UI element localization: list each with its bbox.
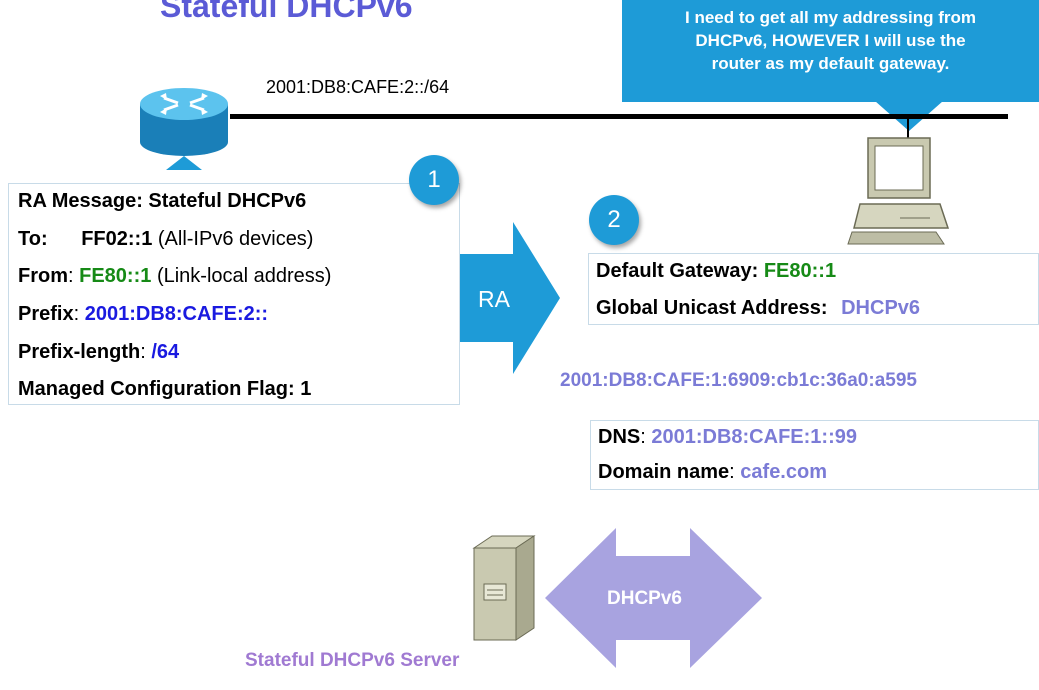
ra-from-value: FE80::1: [79, 265, 152, 287]
assigned-address: 2001:DB8:CAFE:1:6909:cb1c:36a0:a595: [560, 370, 917, 391]
step-1-badge: 1: [409, 155, 459, 205]
gateway-label: Default Gateway: [596, 260, 752, 282]
ra-prefix-length-value: /64: [151, 341, 180, 363]
ra-prefix-line: Prefix: 2001:DB8:CAFE:2::: [18, 303, 269, 325]
domain-line: Domain name: cafe.com: [598, 461, 827, 483]
ra-prefix-value: 2001:DB8:CAFE:2::: [84, 303, 269, 325]
router-icon: [140, 88, 228, 170]
ra-to-label: To: [18, 228, 41, 250]
ra-to-line: To: FF02::1 (All-IPv6 devices): [18, 228, 314, 250]
ra-prefix-length-label: Prefix-length: [18, 341, 141, 363]
ra-from-note: (Link-local address): [156, 265, 332, 287]
dns-label: DNS: [598, 426, 641, 448]
ra-arrow: [459, 222, 560, 374]
domain-label: Domain name: [598, 461, 730, 483]
ra-message-box: RA Message: Stateful DHCPv6 To: FF02::1 …: [8, 183, 460, 405]
host-callout: I need to get all my addressing from DHC…: [622, 0, 1039, 102]
gua-line: Global Unicast Address: DHCPv6: [596, 297, 920, 320]
pc-icon: [847, 116, 950, 245]
ra-to-value: FF02::1: [81, 228, 153, 250]
gateway-line: Default Gateway: FE80::1: [596, 260, 837, 282]
gua-label: Global Unicast Address:: [596, 297, 828, 319]
dns-value: 2001:DB8:CAFE:1::99: [651, 426, 857, 448]
ra-to-note: (All-IPv6 devices): [157, 228, 314, 250]
dns-config-box: DNS: 2001:DB8:CAFE:1::99 Domain name: ca…: [590, 420, 1039, 490]
ra-prefix-length-line: Prefix-length: /64: [18, 341, 180, 363]
ra-from-label: From: [18, 265, 68, 287]
dhcpv6-arrow: [545, 528, 762, 668]
ra-heading: RA Message: Stateful DHCPv6: [18, 190, 307, 212]
gua-value: DHCPv6: [841, 297, 921, 319]
ra-arrow-label: RA: [478, 286, 510, 312]
dhcpv6-arrow-label: DHCPv6: [607, 588, 682, 609]
domain-value: cafe.com: [740, 461, 827, 483]
host-config-box: Default Gateway: FE80::1 Global Unicast …: [588, 253, 1039, 325]
server-icon: [472, 535, 536, 641]
ra-managed-flag: Managed Configuration Flag: 1: [18, 378, 312, 400]
step-2-badge: 2: [589, 195, 639, 245]
gateway-value: FE80::1: [763, 260, 837, 282]
dns-line: DNS: 2001:DB8:CAFE:1::99: [598, 426, 857, 448]
server-label: Stateful DHCPv6 Server: [245, 650, 460, 671]
page-title: Stateful DHCPv6: [160, 0, 413, 24]
callout-line-2: DHCPv6, HOWEVER I will use the: [695, 31, 966, 50]
ra-from-line: From: FE80::1 (Link-local address): [18, 265, 332, 287]
callout-line-3: router as my default gateway.: [711, 54, 950, 73]
network-prefix-label: 2001:DB8:CAFE:2::/64: [266, 77, 450, 97]
network-segment-line: [230, 114, 1008, 119]
ra-prefix-label: Prefix: [18, 303, 74, 325]
callout-line-1: I need to get all my addressing from: [685, 8, 976, 27]
